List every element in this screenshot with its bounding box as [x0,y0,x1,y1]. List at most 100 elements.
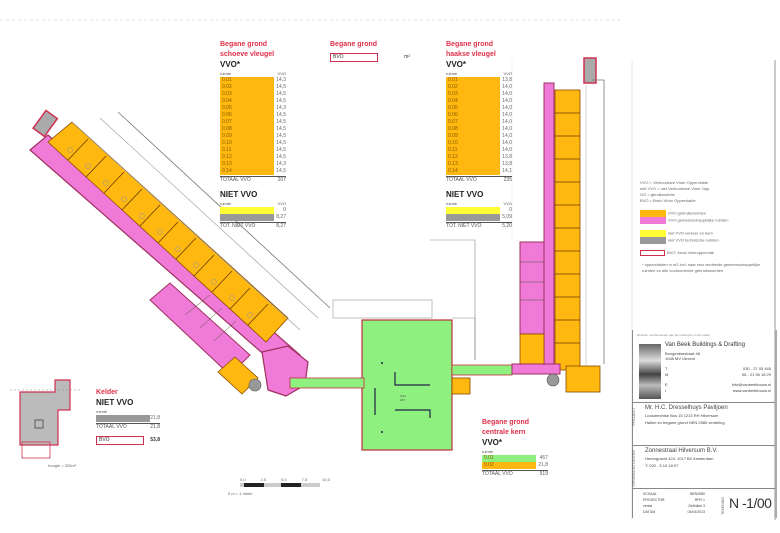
cell-ruimte: 0.14 [446,168,500,175]
cell-ruimte: 0.01 [446,77,500,84]
legend-definition: VVO = Verhuurbare Vloer Oppervlakte [640,180,709,185]
cell-ruimte: 0.01 [482,455,536,462]
table-title: Begane grond [482,419,530,426]
table-begane-grond-bvo: Begane grond BVO m² [330,40,410,62]
cell-ruimte: 0.10 [446,140,500,147]
title-block: Rechten voorbehouden aan de ontwerper en… [631,330,777,518]
cell-value: 14,5 [276,98,286,104]
client-label: OPDRACHTGEVER [631,450,636,487]
cell-ruimte: 0.07 [220,119,274,126]
table-title: Kelder [96,389,118,396]
project-description: Hallen en begane grond NEN 2580 verdelin… [645,420,725,425]
scale-tick: 10,0 [322,477,330,482]
scale-ticks: 0,0 2,5 5,0 7,5 10,0 [240,476,330,483]
legend-definition: BVO = Bruto Vloer Oppervlakte [640,198,696,203]
legend-definition: GO = gbruiksruimte [640,192,675,197]
website-link[interactable]: www.vanbeekbouw.nl [732,388,771,393]
total-value: 21,8 [150,424,160,430]
phone-label: T [665,366,668,371]
col-vvo: VVO [277,201,286,206]
swatch-gray [96,415,150,422]
project-label: PROJECT [631,407,636,426]
cell-ruimte: 0.01 [220,77,274,84]
cell-ruimte: 0.07 [446,119,500,126]
cell-value: 21,8 [150,415,160,421]
scale-tick: 0,0 [240,477,246,482]
cell-ruimte: 0.03 [446,91,500,98]
total-value: 8,27 [276,223,286,229]
total-label: TOTAAL VVO [96,424,127,430]
vvo-heading: VVO* [482,438,503,447]
scale-bar [240,483,320,487]
cell-value: 13,8 [502,154,512,160]
company-address: Bongerdsestraat 48 [665,351,700,356]
total-value: 5,20 [502,223,512,229]
col-ruimte: ruimte [220,71,232,76]
mobile-value: 06 - 21 96 18 29 [741,372,771,377]
cell-value: 14,0 [502,98,512,104]
cell-value: 14,1 [502,168,512,174]
cell-value: 14,5 [276,119,286,125]
legend-swatch-yellow [640,230,666,237]
table-subtitle: centrale kern [482,429,526,436]
vvo-heading: VVO* [220,60,241,69]
cell-ruimte: 0.05 [446,105,500,112]
cell-value: 5,09 [502,214,512,220]
col-vvo: VVO [503,201,512,206]
table-subtitle: schoeve vleugel [220,51,275,58]
cell-value: 14,5 [276,168,286,174]
cell-ruimte: 0.02 [482,462,536,469]
legend-label: VVO gebruiksruimten [668,210,707,216]
legend-footnote: * oppervlakten in m2 incl. naar rato ver… [642,262,761,274]
cell-ruimte: 0.09 [220,133,274,140]
cell-value: 14,0 [502,91,512,97]
total-label: TOTAAL VVO [482,471,513,477]
bvo-value: 53,8 [150,437,160,443]
cell-ruimte: 0.04 [446,98,500,105]
cell-value: 14,5 [276,112,286,118]
niet-vvo-heading: NIET VVO [96,398,134,407]
table-title: Begane grond [446,41,494,48]
cell-value: 14,0 [502,147,512,153]
company-section: Van Beek Buildings & Drafting Bongerdses… [633,340,775,403]
central-hall: 0.01 467 [289,299,513,451]
mobile-label: M [665,372,669,377]
cell-value: 14,0 [502,84,512,90]
cell-ruimte: 0.11 [446,147,500,154]
cell-ruimte: 0.02 [220,84,274,91]
cell-value: 21,8 [538,462,548,468]
svg-text:467: 467 [400,398,405,402]
cell-ruimte: 0.13 [220,161,274,168]
swatch-yellow [220,207,274,214]
cell-value: 14,3 [276,161,286,167]
total-label: TOTAAL VVO [446,177,477,183]
bvo-unit: m² [404,54,410,60]
legend-swatch-bvo-outline [640,250,665,256]
meta-key: versie [643,504,653,508]
total-value: 207 [277,177,286,183]
meta-value: RPH 1 [694,498,705,502]
basement-plan [10,379,80,459]
meta-key: PROJECTNR. [643,498,666,502]
cell-value: 0 [509,207,512,213]
cell-value: 467 [539,455,548,461]
col-ruimte: ruimte [220,201,232,206]
table-subtitle: haakse vleugel [446,51,496,58]
email-link[interactable]: info@vanbeekbouw.nl [731,382,771,387]
total-label: TOT. NIET VVO [220,223,256,229]
cell-ruimte: 0.11 [220,147,274,154]
